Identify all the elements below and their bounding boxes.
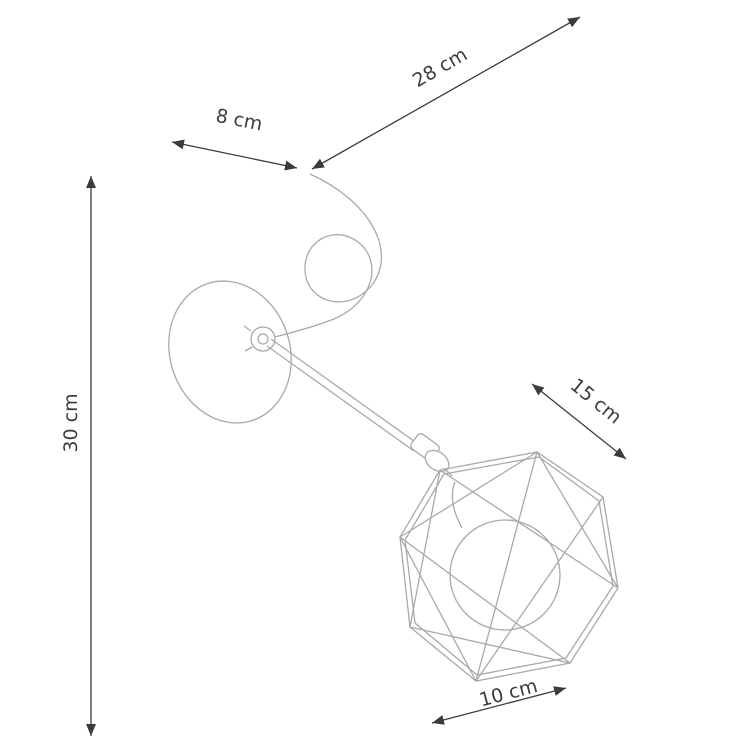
cage-strut (475, 451, 538, 682)
cage-strut (439, 469, 619, 589)
dimension-8cm: 8 cm (171, 105, 298, 171)
dimension-28cm: 28 cm (311, 16, 581, 170)
cable-loop (270, 173, 383, 339)
dimension-label-30cm: 30 cm (60, 393, 82, 452)
mount-hub (250, 326, 276, 352)
dimension-arrow-10cm (431, 686, 567, 725)
cage-shade (399, 451, 619, 682)
dimension-30cm: 30 cm (60, 176, 96, 736)
dimension-arrow-15cm (531, 383, 627, 460)
dimension-label-15cm: 15 cm (566, 374, 626, 428)
cage-outline-inner (404, 456, 614, 676)
bulb-neck (451, 481, 463, 529)
dimension-label-28cm: 28 cm (409, 43, 471, 92)
cage-strut (399, 536, 477, 682)
dimension-15cm: 15 cm (531, 374, 627, 460)
dimension-arrow-8cm (171, 139, 298, 171)
cage-strut (409, 469, 441, 628)
cage-strut (399, 536, 571, 664)
dimension-10cm: 10 cm (431, 675, 567, 725)
dimension-arrow-28cm (311, 16, 581, 170)
dimension-label-8cm: 8 cm (214, 105, 264, 136)
lamp-arm (266, 338, 419, 452)
wall-lamp-drawing (168, 173, 619, 682)
cage-strut (536, 451, 619, 589)
cage-strut (475, 496, 604, 682)
cage-strut (399, 451, 538, 538)
mount-hub-center (257, 333, 269, 345)
mount-hub-detail (243, 325, 253, 352)
dimension-label-10cm: 10 cm (477, 675, 540, 712)
cage-strut (409, 626, 571, 664)
bulb (449, 519, 561, 631)
wall-plate (168, 280, 292, 424)
